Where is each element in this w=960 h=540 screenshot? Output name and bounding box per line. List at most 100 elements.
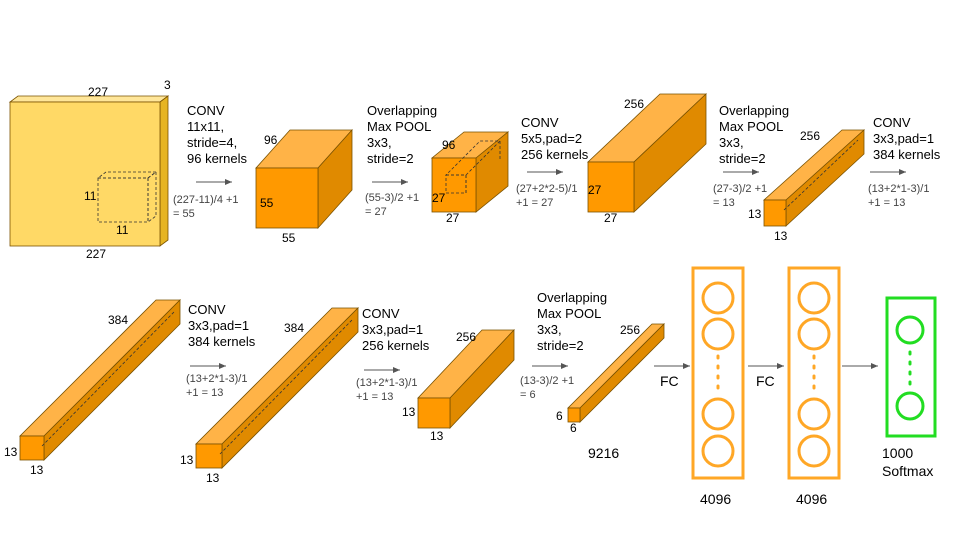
layer-op-line: Max POOL (367, 119, 431, 134)
layer-calc-line: +1 = 13 (868, 197, 905, 209)
layer-op-line: 384 kernels (188, 334, 256, 349)
softmax-layer: 1000 Softmax (882, 296, 937, 479)
layer-op-line: 96 kernels (187, 151, 247, 166)
layer-calc-line: (13-3)/2 +1 (520, 375, 574, 387)
layer-op-label: CONV 3x3,pad=1 384 kernels (873, 115, 941, 162)
layer-op-line: 3x3, (719, 135, 744, 150)
layer-op-line: 3x3, (367, 135, 392, 150)
layer-calc-line: (227-11)/4 +1 (173, 194, 239, 206)
fc-layer-1-box (691, 266, 745, 480)
volume-pool2-dash (783, 139, 859, 211)
fc-layer-1-neuron (701, 281, 735, 315)
volume-conv1-height: 55 (260, 196, 274, 210)
layer-op-7: CONV 3x3,pad=1 256 kernels (13+2*1-3)/1 … (356, 306, 430, 403)
flow-arrows (190, 169, 906, 373)
layer-calc-line: +1 = 27 (516, 197, 553, 209)
layer-calc-line: (13+2*1-3)/1 (186, 373, 247, 385)
layer-op-label: Overlapping Max POOL 3x3, stride=2 (367, 103, 441, 166)
volume-pool2-depth: 256 (800, 129, 820, 143)
layer-op-3: CONV 5x5,pad=2 256 kernels (27+2*2-5)/1 … (516, 115, 589, 209)
layer-op-line: 11x11, (187, 119, 224, 134)
fc-layer-1-neuron (701, 397, 735, 431)
volume-conv4: 384 13 13 (180, 307, 359, 485)
layer-calc-line: (55-3)/2 +1 (365, 192, 419, 204)
softmax-box (885, 296, 937, 438)
layer-calc: (227-11)/4 +1 = 55 (173, 194, 242, 220)
input-kernel-front (97, 177, 149, 223)
volume-conv3-height: 13 (4, 445, 18, 459)
volume-conv1-width: 55 (282, 231, 296, 245)
fc-layer-1: 4096 (691, 266, 745, 507)
layer-op-line: 3x3,pad=1 (873, 131, 934, 146)
volume-conv1-depth: 96 (264, 133, 278, 147)
layer-op-line: 3x3, (537, 322, 562, 337)
volume-pool3-depth: 256 (620, 323, 640, 337)
volume-conv4-front (195, 443, 223, 469)
volume-conv3-depth: 384 (108, 313, 128, 327)
volume-conv1: 96 55 55 (255, 128, 353, 245)
volume-conv5-front (417, 397, 451, 429)
layer-op-line: Overlapping (537, 290, 607, 305)
volume-conv2-height: 27 (588, 183, 602, 197)
volume-pool1: 96 27 27 (430, 131, 510, 225)
volume-conv2: 256 27 27 (586, 93, 708, 225)
volume-conv5-height: 13 (402, 405, 416, 419)
layer-calc-line: = 27 (365, 206, 387, 218)
layer-op-label: CONV 11x11, stride=4, 96 kernels (187, 103, 247, 166)
input-kernel-side (147, 171, 157, 223)
input-volume-front (9, 101, 161, 247)
volume-pool1-width: 27 (446, 211, 460, 225)
volume-conv4-dash (219, 319, 353, 455)
layer-op-line: CONV (521, 115, 559, 130)
volume-pool1-kernel-front (445, 174, 467, 194)
layer-calc: (13+2*1-3)/1 +1 = 13 (186, 373, 251, 399)
volume-conv3-top (19, 299, 181, 437)
input-depth-label: 3 (164, 78, 171, 92)
input-volume: 227 3 227 11 11 (8, 78, 171, 261)
input-width-label: 227 (88, 85, 108, 99)
input-kernel-height-label: 11 (84, 189, 97, 203)
volume-pool1-depth: 96 (442, 138, 456, 152)
fc-layer-2-neuron (797, 434, 831, 468)
layer-op-line: Max POOL (537, 306, 601, 321)
layer-op-line: 256 kernels (362, 338, 430, 353)
layer-calc: (13+2*1-3)/1 +1 = 13 (356, 377, 421, 403)
input-height-label: 227 (86, 247, 106, 261)
layer-op-1: CONV 11x11, stride=4, 96 kernels (227-11… (173, 103, 247, 220)
volume-pool2-height: 13 (748, 207, 762, 221)
layer-calc: (55-3)/2 +1 = 27 (365, 192, 422, 218)
layer-op-line: stride=2 (719, 151, 766, 166)
input-volume-side (159, 95, 169, 247)
layer-op-line: CONV (873, 115, 911, 130)
volume-conv4-depth: 384 (284, 321, 304, 335)
layer-op-label: CONV 3x3,pad=1 256 kernels (362, 306, 430, 353)
fc-layer-1-size: 4096 (700, 491, 731, 507)
layer-op-line: 256 kernels (521, 147, 589, 162)
layer-op-line: CONV (188, 302, 226, 317)
layer-calc-line: +1 = 13 (356, 391, 393, 403)
volume-pool1-front (431, 157, 477, 213)
volume-pool2: 256 13 13 (748, 129, 866, 243)
volume-conv1-front (255, 167, 319, 229)
fc-layer-2: 4096 (787, 266, 841, 507)
volume-conv4-width: 13 (206, 471, 220, 485)
layer-calc-line: = 6 (520, 389, 536, 401)
layer-calc-line: (27-3)/2 +1 (713, 183, 767, 195)
layer-op-line: 3x3,pad=1 (362, 322, 423, 337)
layer-calc-line: (27+2*2-5)/1 (516, 183, 577, 195)
layer-calc: (13+2*1-3)/1 +1 = 13 (868, 183, 933, 209)
layer-calc-line: = 55 (173, 208, 195, 220)
layer-calc: (13-3)/2 +1 = 6 (520, 375, 577, 401)
volume-pool3-front (567, 407, 581, 423)
layer-op-line: stride=4, (187, 135, 237, 150)
layer-op-line: 5x5,pad=2 (521, 131, 582, 146)
volume-conv2-front (587, 161, 635, 213)
fc-layer-2-size: 4096 (796, 491, 827, 507)
layer-calc: (27-3)/2 +1 = 13 (713, 183, 770, 209)
fc-layer-1-neuron (701, 434, 735, 468)
layer-op-line: Overlapping (367, 103, 437, 118)
volume-pool2-front (763, 199, 787, 227)
flatten-size-label: 9216 (588, 445, 619, 461)
